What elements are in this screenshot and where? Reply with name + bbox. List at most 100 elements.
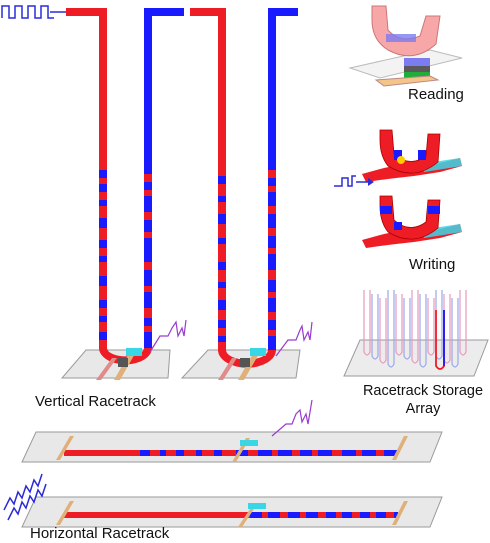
array-racetrack [379, 298, 387, 364]
read-pulse-icon [149, 319, 313, 357]
domain-segment [196, 450, 202, 456]
domain-segment [332, 450, 342, 456]
domain-wall-stripe [99, 200, 107, 206]
domain-wall-stripe [144, 326, 152, 332]
write-pulse-wave-icon [1, 5, 72, 19]
domain-wall-stripe [144, 286, 152, 292]
vertical-read-write-elements [96, 348, 266, 380]
array-racetrack [451, 298, 459, 368]
domain-wall-stripe [218, 214, 226, 224]
domain-segment [176, 450, 184, 456]
horizontal-plate-top [21, 431, 443, 463]
horizontal-read-pulse-icon [271, 399, 313, 437]
domain-segment [258, 450, 398, 456]
domain-wall-stripe [268, 292, 276, 298]
domain-wall-stripe [268, 186, 276, 192]
domain-wall-stripe [99, 256, 107, 262]
domain-wall-stripe [99, 332, 107, 340]
horizontal-read-write-elements [56, 436, 408, 527]
domain-segment [318, 512, 326, 518]
domain-wall-stripe [99, 240, 107, 248]
domain-segment [272, 450, 278, 456]
domain-wall-stripe [99, 316, 107, 322]
domain-wall-stripe [268, 170, 276, 178]
array-racetrack [419, 294, 427, 368]
domain-segment [160, 450, 166, 456]
array-highlight-track [435, 310, 445, 370]
domain-wall-stripe [99, 276, 107, 286]
writing-label: Writing [409, 256, 456, 273]
domain-segment [370, 512, 376, 518]
array-racetrack [459, 290, 467, 356]
domain-wall-stripe [218, 300, 226, 310]
horizontal-racetrack-label: Horizontal Racetrack [30, 525, 170, 542]
htrack-body [64, 450, 398, 456]
track-top-extension [268, 8, 298, 16]
track-top-extension [66, 8, 107, 16]
reading-illustration [348, 5, 463, 87]
domain-segment [214, 450, 222, 456]
domain-wall-stripe [144, 174, 152, 182]
horizontal-write-pulse-icon [3, 473, 47, 521]
writing-illustration-bottom [362, 195, 462, 248]
domain-wall-stripe [144, 212, 152, 220]
storage-array-label-line2: Array [405, 401, 441, 417]
domain-wall-stripe [268, 228, 276, 236]
domain-segment [262, 512, 268, 518]
array-racetrack [411, 290, 419, 364]
writing-illustration-top [362, 129, 462, 182]
vertical-plate-left [60, 349, 171, 379]
domain-segment [280, 512, 288, 518]
horizontal-racetrack-1 [64, 450, 398, 456]
domain-segment [236, 450, 248, 456]
domain-wall-stripe [99, 184, 107, 192]
track-top-extension [190, 8, 226, 16]
domain-segment [356, 450, 362, 456]
horizontal-racetrack-2 [64, 512, 398, 518]
storage-array-illustration [343, 290, 489, 377]
domain-wall-stripe [144, 232, 152, 238]
track-right-leg [268, 12, 276, 350]
domain-segment [386, 512, 394, 518]
track-left-leg [99, 12, 107, 348]
array-racetrack [387, 290, 395, 368]
domain-wall-stripe [218, 320, 226, 328]
domain-segment [336, 512, 342, 518]
reading-label: Reading [408, 86, 464, 103]
domain-segment [292, 450, 300, 456]
vertical-racetrack-1 [66, 8, 184, 365]
domain-wall-stripe [218, 238, 226, 244]
domain-wall-stripe [268, 248, 276, 254]
writing-pulse-icon [334, 175, 374, 187]
array-racetrack [427, 298, 435, 356]
track-top-extension [144, 8, 184, 16]
domain-wall-stripe [144, 262, 152, 270]
domain-wall-stripe [268, 206, 276, 214]
domain-wall-stripe [99, 300, 107, 308]
array-racetrack [395, 294, 403, 356]
domain-wall-stripe [218, 262, 226, 270]
htrack-body [64, 512, 398, 518]
domain-wall-stripe [144, 308, 152, 318]
domain-segment [300, 512, 306, 518]
array-racetrack [371, 294, 379, 360]
domain-wall-stripe [99, 218, 107, 228]
storage-array-label-line1: Racetrack Storage [362, 383, 484, 399]
domain-wall-stripe [218, 282, 226, 288]
domain-wall-stripe [218, 176, 226, 184]
domain-wall-stripe [218, 196, 226, 202]
domain-segment [376, 450, 384, 456]
domain-segment [312, 450, 318, 456]
vertical-racetrack-2 [190, 8, 298, 368]
domain-wall-stripe [268, 330, 276, 336]
array-racetrack [403, 298, 411, 360]
domain-wall-stripe [99, 170, 107, 178]
domain-wall-stripe [268, 270, 276, 280]
domain-wall-stripe [268, 312, 276, 320]
domain-segment [140, 450, 150, 456]
domain-segment [352, 512, 360, 518]
vertical-racetrack-label: Vertical Racetrack [35, 393, 156, 410]
domain-wall-stripe [144, 190, 152, 196]
domain-wall-stripe [218, 336, 226, 342]
